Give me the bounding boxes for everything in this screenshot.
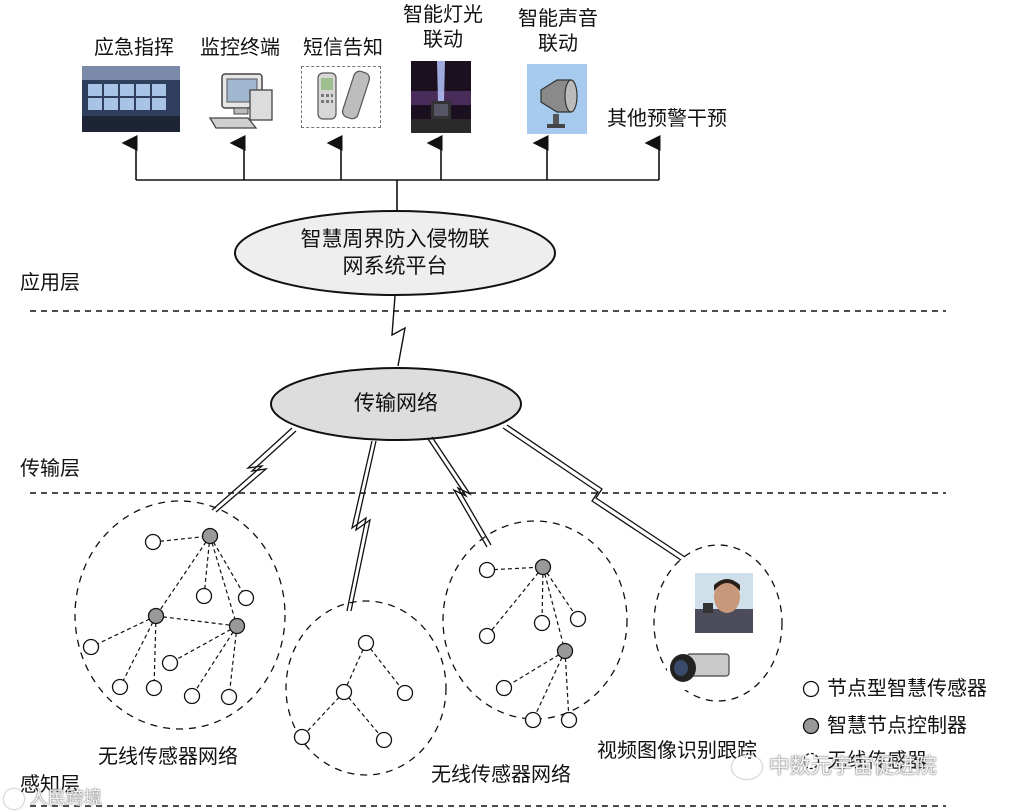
watermark-right: 中数元宇宙促进院	[732, 750, 937, 780]
cluster-label-wireless-2: 无线传感器网络	[431, 762, 571, 786]
watermark-right-text: 中数元宇宙促进院	[768, 754, 937, 778]
watermark-logo-icon	[4, 789, 24, 809]
legend-wireless-marker	[802, 752, 820, 770]
video-camera-image	[667, 640, 733, 690]
sensor-network-1	[82, 527, 255, 706]
loudspeaker-icon	[527, 64, 587, 134]
legend-controller-label: 智慧节点控制器	[827, 713, 967, 737]
wireless-links	[211, 424, 686, 612]
network-ellipse	[270, 367, 522, 441]
sensor-network-2	[293, 634, 414, 749]
computer-terminal-icon	[204, 70, 276, 136]
face-recognition-image	[695, 573, 753, 633]
mobile-phones-icon	[301, 66, 381, 128]
platform-label: 智慧周界防入侵物联 网系统平台	[300, 227, 490, 279]
platform-ellipse	[234, 210, 556, 296]
cluster-label-wireless-1: 无线传感器网络	[98, 744, 238, 768]
output-label-command: 应急指挥	[94, 35, 174, 59]
cluster-boundaries	[74, 500, 783, 776]
wireless-link-platform	[391, 295, 406, 367]
output-bus	[121, 135, 661, 215]
light-beacon-icon	[411, 61, 471, 133]
command-center-icon	[82, 66, 180, 132]
watermark-left-text: 人民跨境	[29, 788, 102, 809]
legend-sensor-label: 节点型智慧传感器	[827, 676, 987, 700]
network-label: 传输网络	[354, 391, 438, 415]
legend-sensor-marker	[802, 680, 820, 698]
layer-transport-label: 传输层	[20, 456, 80, 480]
watermark-left: 人民跨境	[4, 784, 102, 810]
output-label-light: 智能灯光 联动	[403, 2, 483, 51]
legend-controller-marker	[802, 717, 820, 735]
output-label-monitor: 监控终端	[200, 35, 280, 59]
sensor-network-3	[478, 558, 587, 729]
layer-application-label: 应用层	[20, 270, 80, 294]
output-label-sms: 短信告知	[303, 35, 383, 59]
output-label-other: 其他预警干预	[607, 106, 727, 130]
legend-wireless-label: 无线传感器	[827, 748, 927, 772]
wechat-icon	[732, 755, 762, 779]
output-label-sound: 智能声音 联动	[518, 6, 598, 55]
layer-perception-label: 感知层	[20, 772, 80, 796]
cluster-label-video: 视频图像识别跟踪	[597, 738, 757, 762]
